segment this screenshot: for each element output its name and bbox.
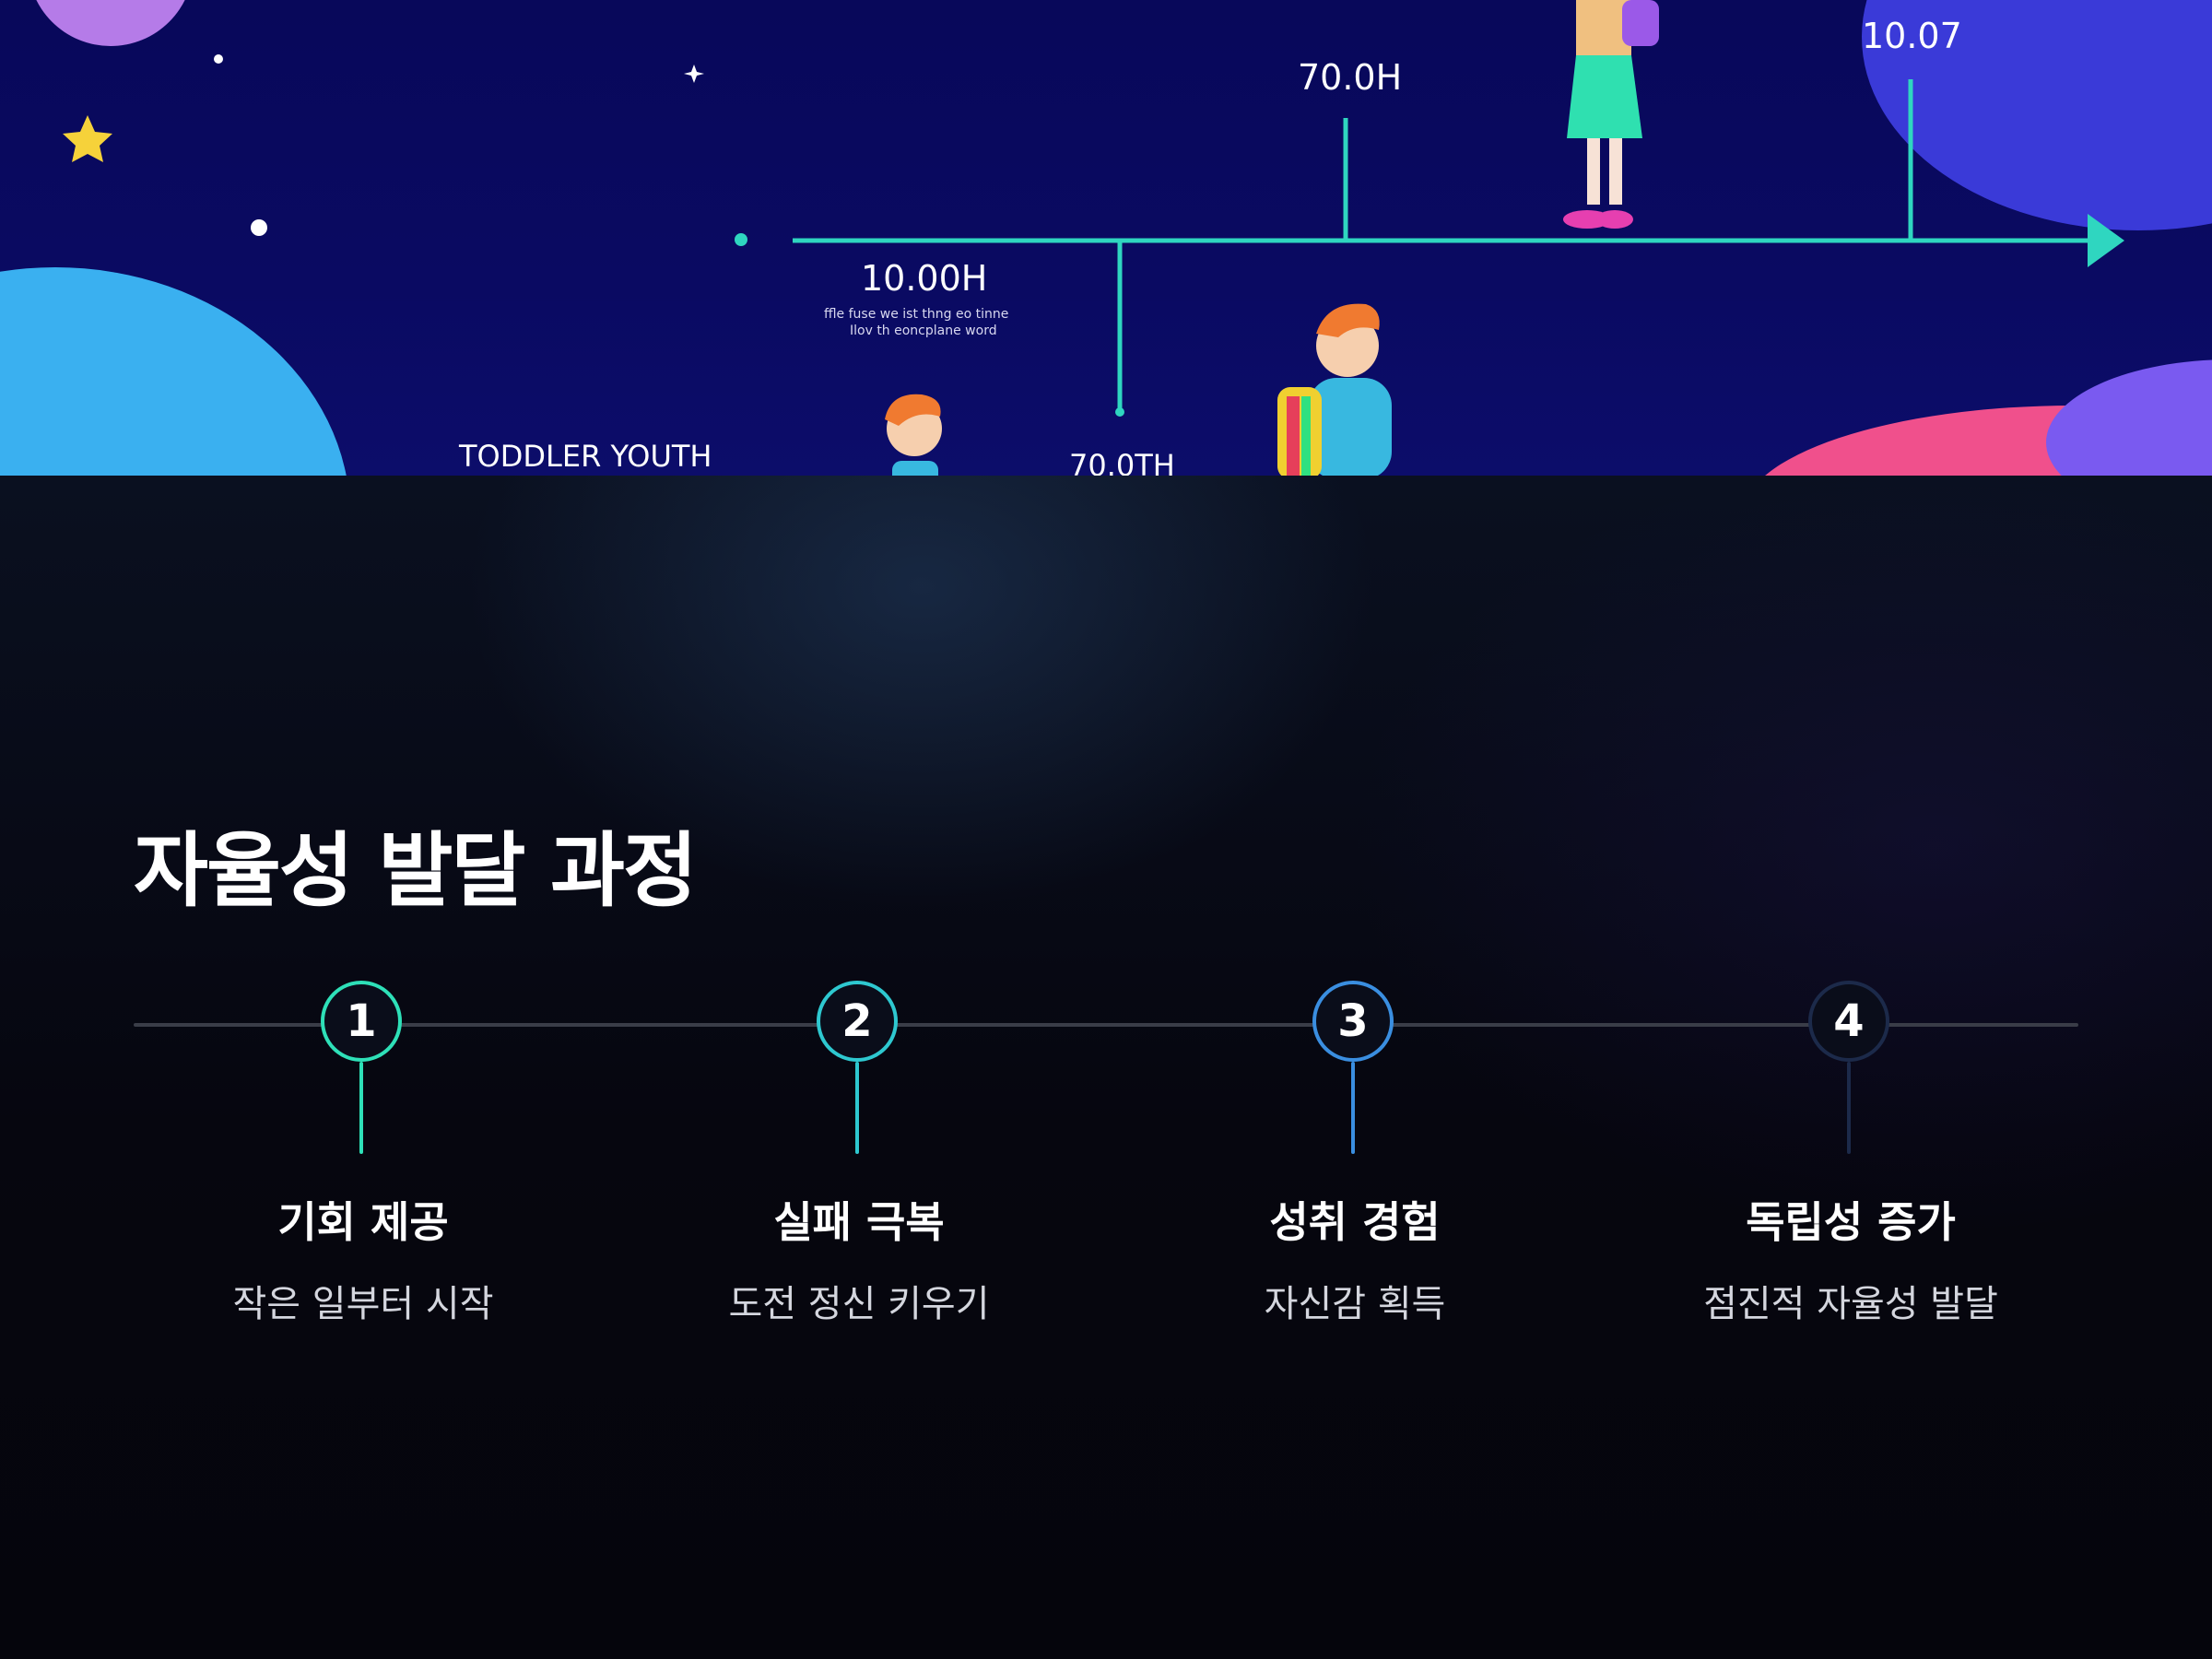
step-connector <box>1351 1062 1355 1154</box>
step-number-badge: 3 <box>1312 981 1394 1062</box>
violet-blob <box>2046 359 2212 476</box>
step-number-badge: 4 <box>1808 981 1889 1062</box>
girl-figure <box>1563 0 1659 229</box>
process-section: 자율성 발달 과정 1 기회 제공 작은 일부터 시작 2 실패 극복 도전 정… <box>0 476 2212 1659</box>
step-title: 독립성 증가 <box>1746 1197 1956 1247</box>
purple-blob <box>36 0 185 46</box>
timeline-illustration <box>0 0 2212 476</box>
step-title: 실패 극복 <box>773 1197 945 1247</box>
timeline-caption: ffle fuse we ist thng eo tinne <box>824 307 1009 322</box>
blue-blob <box>0 267 347 476</box>
step-connector <box>1847 1062 1851 1154</box>
step-description: 점진적 자율성 발달 <box>1703 1283 1998 1325</box>
timeline-label: 70.0H <box>1298 57 1403 98</box>
step-description: 작은 일부터 시작 <box>232 1283 494 1325</box>
timeline-tick-end <box>1115 407 1124 417</box>
process-track <box>134 1023 2078 1027</box>
timeline-label: 10.07 <box>1862 16 1962 56</box>
step-description: 자신감 획득 <box>1264 1283 1446 1325</box>
star-icon <box>63 115 112 162</box>
step-connector <box>855 1062 859 1154</box>
step-title: 기회 제공 <box>277 1197 449 1247</box>
star-dot <box>214 54 223 64</box>
right-blue-blob <box>1862 0 2212 230</box>
boy-figure <box>1277 303 1392 476</box>
timeline-label: 70.0TH <box>1069 448 1175 476</box>
sparkle-icon <box>684 65 704 83</box>
star-dot <box>251 219 267 236</box>
timeline-label: 10.00H <box>861 258 988 299</box>
timeline-caption: Ilov th eoncplane word <box>850 324 997 338</box>
child-figure <box>885 394 942 476</box>
step-description: 도전 정신 키우기 <box>728 1283 990 1325</box>
step-number-badge: 1 <box>321 981 402 1062</box>
step-number-badge: 2 <box>817 981 898 1062</box>
timeline-dot <box>735 233 747 246</box>
stage-label: TODDLER YOUTH <box>459 439 712 474</box>
page-title: 자율성 발달 과정 <box>134 823 698 918</box>
step-title: 성취 경험 <box>1269 1197 1441 1247</box>
step-connector <box>359 1062 363 1154</box>
hero-illustration: 70.0H 10.07 10.00H ffle fuse we ist thng… <box>0 0 2212 476</box>
timeline-arrow <box>2088 214 2124 267</box>
